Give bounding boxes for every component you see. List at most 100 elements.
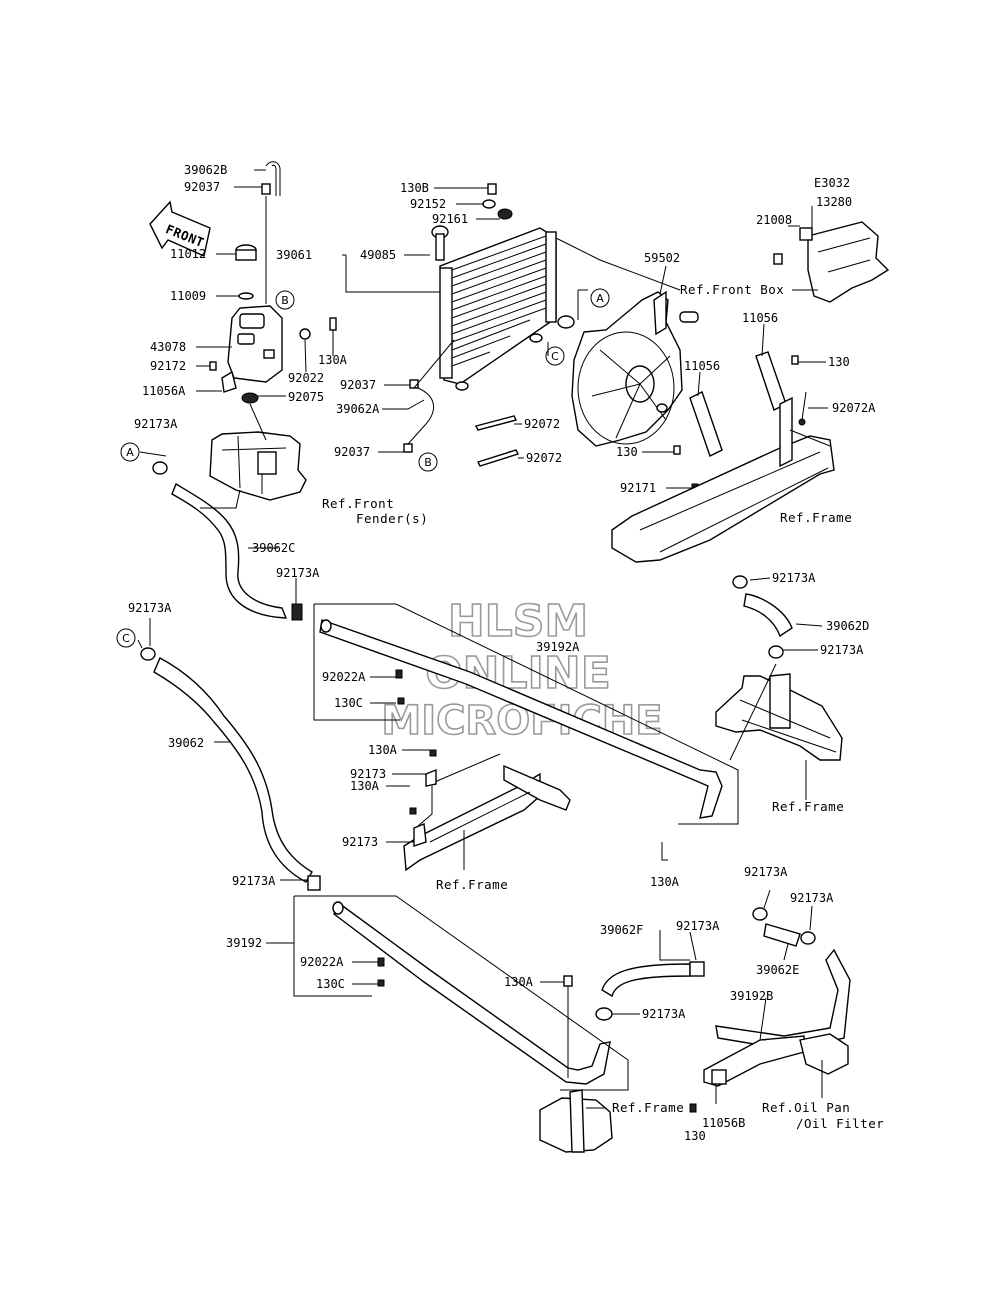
- label-11009: 11009: [170, 289, 206, 303]
- label-92173-1: 92173: [350, 767, 386, 781]
- label-92173A-c: 92173A: [128, 601, 172, 615]
- callout-a-left: A: [120, 442, 140, 462]
- ref-oil-pan-2: /Oil Filter: [796, 1116, 884, 1131]
- frame-upper-right: [611, 396, 835, 563]
- watermark: HLSM ONLINE MICROFICHE: [381, 595, 664, 745]
- label-39062C: 39062C: [252, 541, 295, 555]
- label-130-fan: 130: [616, 445, 638, 459]
- label-92173A-e1: 92173A: [744, 865, 788, 879]
- watermark-line1: HLSM: [448, 596, 588, 647]
- pipe-39192A: [313, 603, 739, 825]
- diagram-code: E3032: [814, 176, 850, 190]
- label-92072A: 92072A: [832, 401, 876, 415]
- label-21008: 21008: [756, 213, 792, 227]
- hose-39062A: [403, 339, 455, 453]
- label-92022A-2: 92022A: [300, 955, 344, 969]
- frame-right-middle: [715, 673, 843, 761]
- label-130A-2: 130A: [368, 743, 398, 757]
- label-92173A-mid: 92173A: [276, 566, 320, 580]
- label-92173A-d1: 92173A: [772, 571, 816, 585]
- label-92173A-e2: 92173A: [790, 891, 834, 905]
- label-92037-low: 92037: [334, 445, 370, 459]
- label-43078: 43078: [150, 340, 186, 354]
- hose-39062D: [732, 575, 793, 659]
- ref-frame-2: Ref.Frame: [772, 799, 844, 814]
- label-39062B: 39062B: [184, 163, 227, 177]
- part-labels: 39062B 92037 11012 11009 43078 92172 110…: [128, 163, 876, 1143]
- label-92022: 92022: [288, 371, 324, 385]
- label-11056-1: 11056: [742, 311, 778, 325]
- label-130C-2: 130C: [316, 977, 345, 991]
- svg-text:A: A: [596, 292, 604, 305]
- label-130C-1: 130C: [334, 696, 363, 710]
- svg-text:A: A: [126, 446, 134, 459]
- label-130B: 130B: [400, 181, 429, 195]
- hose-39062: [140, 647, 321, 891]
- label-39192A: 39192A: [536, 640, 580, 654]
- ref-front-fender-1: Ref.Front: [322, 496, 394, 511]
- label-13280: 13280: [816, 195, 852, 209]
- label-49085: 49085: [360, 248, 396, 262]
- label-39062A: 39062A: [336, 402, 380, 416]
- label-92072-1: 92072: [524, 417, 560, 431]
- label-130A-5: 130A: [504, 975, 534, 989]
- ref-frame-4: Ref.Frame: [612, 1100, 684, 1115]
- pipe-39192B: [689, 907, 851, 1113]
- svg-text:B: B: [424, 456, 432, 469]
- label-92173A-d2: 92173A: [820, 643, 864, 657]
- label-92173A-g: 92173A: [642, 1007, 686, 1021]
- label-92161: 92161: [432, 212, 468, 226]
- callout-b-top: B: [275, 290, 295, 310]
- ref-front-fender-2: Fender(s): [356, 511, 428, 526]
- callout-a-top: A: [590, 288, 610, 308]
- label-130A-4: 130A: [650, 875, 680, 889]
- hose-39062C: [152, 461, 303, 621]
- label-92152: 92152: [410, 197, 446, 211]
- label-92037-top: 92037: [184, 180, 220, 194]
- label-130A-3: 130A: [350, 779, 380, 793]
- hose-39062F: [601, 961, 705, 998]
- label-92173A-f: 92173A: [676, 919, 720, 933]
- label-39192: 39192: [226, 936, 262, 950]
- label-39062F: 39062F: [600, 923, 643, 937]
- svg-text:C: C: [122, 632, 130, 645]
- label-130A-top: 130A: [318, 353, 348, 367]
- fan-assembly: [571, 290, 699, 447]
- label-11056-2: 11056: [684, 359, 720, 373]
- ref-frame-3: Ref.Frame: [436, 877, 508, 892]
- label-130-bottom: 130: [684, 1129, 706, 1143]
- label-92022A-1: 92022A: [322, 670, 366, 684]
- ref-frame-1: Ref.Frame: [780, 510, 852, 525]
- front-fender-sketch: [209, 403, 307, 501]
- label-39192B: 39192B: [730, 989, 773, 1003]
- label-39062E: 39062E: [756, 963, 799, 977]
- label-59502: 59502: [644, 251, 680, 265]
- radiator: [431, 183, 575, 391]
- svg-text:B: B: [281, 294, 289, 307]
- reservoir-tank: [209, 161, 337, 404]
- ref-front-box: Ref.Front Box: [680, 282, 784, 297]
- label-92173-2: 92173: [342, 835, 378, 849]
- label-39061: 39061: [276, 248, 312, 262]
- label-39062D: 39062D: [826, 619, 869, 633]
- label-11056B: 11056B: [702, 1116, 745, 1130]
- frame-center: [403, 749, 571, 872]
- callout-c-left: C: [116, 628, 136, 648]
- callout-b-low: B: [418, 452, 438, 472]
- label-39062: 39062: [168, 736, 204, 750]
- label-92171: 92171: [620, 481, 656, 495]
- pipe-39192: [293, 895, 629, 1091]
- svg-text:C: C: [551, 350, 559, 363]
- label-92172: 92172: [150, 359, 186, 373]
- leader-lines: [137, 169, 828, 1109]
- front-box-bracket: [773, 221, 890, 303]
- label-92075: 92075: [288, 390, 324, 404]
- reference-labels: Ref.Front Box Ref.Front Fender(s) Ref.Fr…: [322, 282, 884, 1131]
- label-92173A-a: 92173A: [134, 417, 178, 431]
- straps-92072: [474, 415, 519, 467]
- callout-c-top: C: [545, 346, 565, 366]
- ref-oil-pan-1: Ref.Oil Pan: [762, 1100, 850, 1115]
- frame-bottom-center: [539, 1089, 613, 1153]
- label-11056A: 11056A: [142, 384, 186, 398]
